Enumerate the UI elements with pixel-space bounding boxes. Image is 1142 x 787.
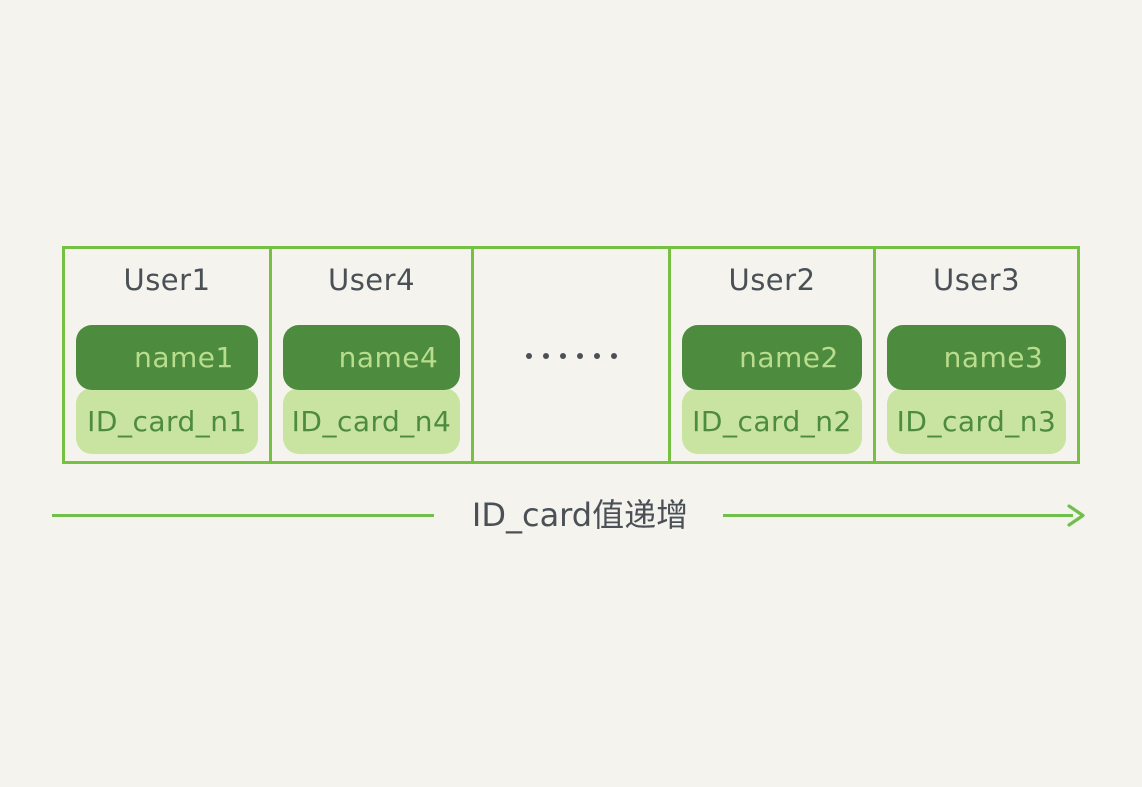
ellipsis-dot <box>593 353 600 359</box>
axis-label: ID_card值递增 <box>471 496 689 534</box>
pill-stack: name4 ID_card_n4 <box>283 325 460 454</box>
id-card-pill: ID_card_n3 <box>887 388 1066 454</box>
name-pill: name4 <box>283 325 460 390</box>
arrow-right-icon <box>1063 502 1089 528</box>
user-title: User3 <box>932 263 1021 297</box>
id-card-pill: ID_card_n4 <box>283 388 460 454</box>
table-cell-ellipsis <box>474 249 671 461</box>
axis-line-right <box>723 514 1073 517</box>
user-title: User1 <box>123 263 211 297</box>
ellipsis-dot <box>559 353 566 359</box>
table-cell-user2: User2 name2 ID_card_n2 <box>671 249 876 461</box>
pill-stack: name2 ID_card_n2 <box>682 325 862 454</box>
table-cell-user4: User4 name4 ID_card_n4 <box>272 249 474 461</box>
ellipsis-dot <box>525 353 532 359</box>
name-pill: name3 <box>887 325 1066 390</box>
axis-line-left <box>52 514 434 517</box>
name-pill: name1 <box>76 325 258 390</box>
pill-stack: name3 ID_card_n3 <box>887 325 1066 454</box>
user-title: User4 <box>327 263 416 297</box>
ellipsis-dot <box>542 353 549 359</box>
axis-arrow: ID_card值递增 <box>45 488 1095 548</box>
table-cell-user1: User1 name1 ID_card_n1 <box>65 249 272 461</box>
id-card-pill: ID_card_n1 <box>76 388 258 454</box>
table-cell-user3: User3 name3 ID_card_n3 <box>876 249 1077 461</box>
id-card-pill: ID_card_n2 <box>682 388 862 454</box>
ellipsis-dot <box>610 353 617 359</box>
name-pill: name2 <box>682 325 862 390</box>
ellipsis-icon <box>525 353 617 359</box>
index-table: User1 name1 ID_card_n1 User4 name4 ID_ca… <box>62 246 1080 464</box>
user-title: User2 <box>728 263 816 297</box>
ellipsis-dot <box>576 353 583 359</box>
pill-stack: name1 ID_card_n1 <box>76 325 258 454</box>
